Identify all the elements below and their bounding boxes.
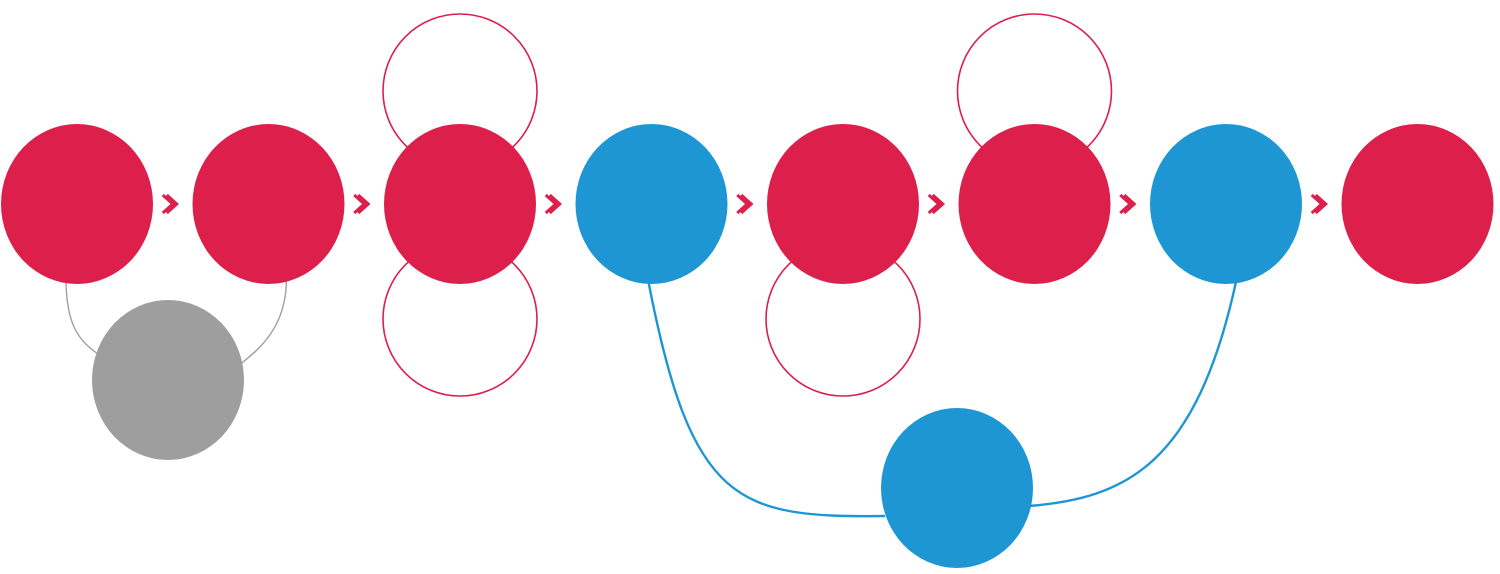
process-node-blue: [575, 124, 728, 284]
process-node-red: [767, 124, 919, 284]
chevron-stroke: [1310, 193, 1328, 215]
chevron-right-icon: [736, 193, 754, 215]
chevron-stroke: [544, 193, 562, 215]
chevron-right-icon: [1119, 193, 1137, 215]
connector-line: [647, 281, 886, 518]
process-node-red: [1, 124, 153, 284]
process-node-red: [384, 124, 536, 284]
connector-line: [65, 277, 99, 355]
chevron-stroke: [353, 193, 371, 215]
process-node-red: [192, 124, 345, 284]
connector-layer: [65, 277, 1238, 518]
chevron-stroke: [927, 193, 945, 215]
chevron-right-icon: [353, 193, 371, 215]
chevron-stroke: [1119, 193, 1137, 215]
chevron-stroke: [736, 193, 754, 215]
branch-node-gray: [92, 300, 244, 460]
branch-node-blue: [881, 408, 1033, 568]
process-node-blue: [1150, 124, 1302, 284]
process-node-red: [958, 124, 1111, 284]
chevron-right-icon: [161, 193, 179, 215]
chevron-right-icon: [1310, 193, 1328, 215]
connector-line: [1028, 281, 1238, 508]
chevron-stroke: [161, 193, 179, 215]
chevron-right-icon: [927, 193, 945, 215]
process-node-red: [1341, 124, 1494, 284]
connector-line: [237, 277, 288, 367]
arrow-layer: [161, 193, 1328, 215]
node-layer: [1, 124, 1494, 568]
chevron-right-icon: [544, 193, 562, 215]
